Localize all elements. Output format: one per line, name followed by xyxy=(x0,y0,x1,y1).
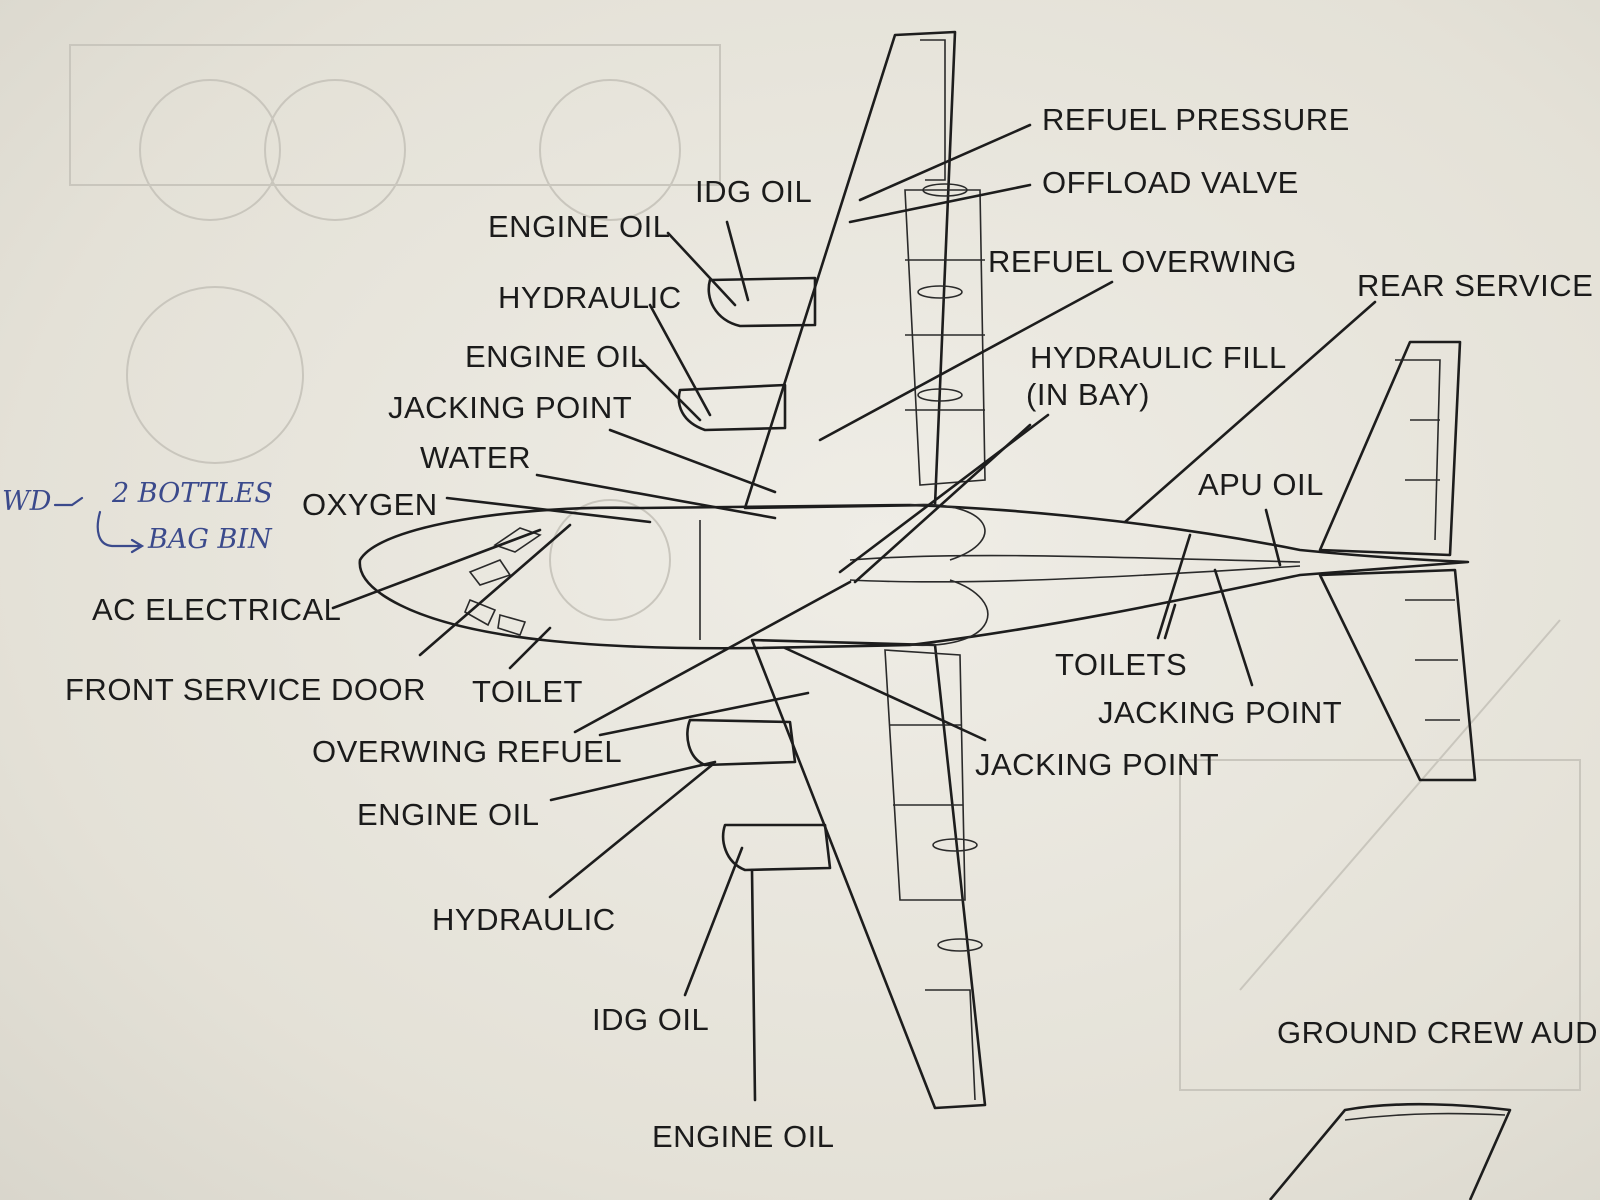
label-hydraulic-upper: HYDRAULIC xyxy=(498,280,682,315)
label-ac-electrical: AC ELECTRICAL xyxy=(92,592,341,627)
label-engine-oil-bottom: ENGINE OIL xyxy=(652,1119,834,1154)
label-hydraulic-lower: HYDRAULIC xyxy=(432,902,616,937)
label-engine-oil-lower1: ENGINE OIL xyxy=(357,797,539,832)
label-toilet: TOILET xyxy=(472,674,583,709)
handwritten-note: WD 2 BOTTLES BAG BIN xyxy=(2,478,273,555)
label-refuel-overwing: REFUEL OVERWING xyxy=(988,244,1297,279)
aircraft-outline xyxy=(358,30,1512,1200)
engine-upper-inboard xyxy=(677,383,787,432)
label-idg-oil-bottom: IDG OIL xyxy=(592,1002,709,1037)
leader-lines xyxy=(331,123,1377,1102)
label-jacking-point-tail: JACKING POINT xyxy=(1098,695,1342,730)
label-jacking-point-upper: JACKING POINT xyxy=(388,390,632,425)
label-rear-service-door: REAR SERVICE D xyxy=(1357,268,1600,303)
stabilizer-upper xyxy=(1318,340,1462,557)
label-ground-crew: GROUND CREW AUD xyxy=(1277,1015,1598,1050)
label-overwing-refuel: OVERWING REFUEL xyxy=(312,734,622,769)
label-front-service-door: FRONT SERVICE DOOR xyxy=(65,672,426,707)
label-oxygen: OXYGEN xyxy=(302,487,438,522)
label-engine-oil-upper2: ENGINE OIL xyxy=(465,339,647,374)
show-through-ghost xyxy=(69,44,1581,1091)
engine-lower-outboard xyxy=(721,823,832,872)
labels: REFUEL PRESSURE OFFLOAD VALVE IDG OIL EN… xyxy=(65,102,1600,1154)
label-jacking-point-lower: JACKING POINT xyxy=(975,747,1219,782)
handwritten-arrow xyxy=(53,496,145,554)
stabilizer-lower xyxy=(1318,568,1477,782)
fuselage xyxy=(358,503,1470,650)
lower-right-stabilizer xyxy=(1269,1102,1512,1200)
engine-lower-inboard xyxy=(686,718,797,767)
label-toilets: TOILETS xyxy=(1055,647,1187,682)
lower-wing xyxy=(750,638,987,1110)
label-hydraulic-fill-in-bay: (IN BAY) xyxy=(1026,377,1150,412)
label-water: WATER xyxy=(420,440,531,475)
label-hydraulic-fill: HYDRAULIC FILL xyxy=(1030,340,1287,375)
label-idg-oil-top: IDG OIL xyxy=(695,174,812,209)
handwritten-line1: 2 BOTTLES xyxy=(111,478,273,509)
label-apu-oil: APU OIL xyxy=(1198,467,1324,502)
upper-wing xyxy=(743,30,957,510)
handwritten-prefix: WD xyxy=(2,486,52,517)
handwritten-line2: BAG BIN xyxy=(147,524,273,555)
engine-upper-outboard xyxy=(707,276,817,328)
label-engine-oil-upper1: ENGINE OIL xyxy=(488,209,670,244)
label-refuel-pressure: REFUEL PRESSURE xyxy=(1042,102,1350,137)
label-offload-valve: OFFLOAD VALVE xyxy=(1042,165,1299,200)
